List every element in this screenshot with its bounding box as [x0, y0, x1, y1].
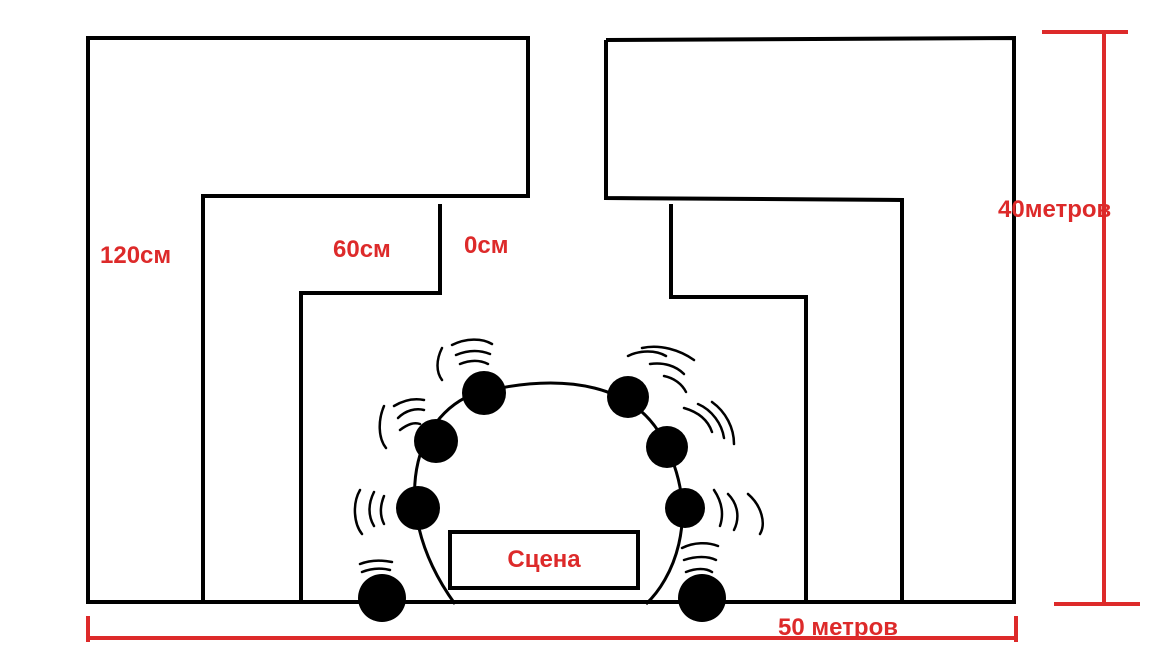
height-dimension-label: 40метров	[998, 196, 1112, 223]
speaker-dot-icon	[678, 574, 726, 622]
depth-label-60: 60см	[333, 236, 391, 263]
width-dimension	[86, 616, 1018, 642]
speaker-dot-icon	[358, 574, 406, 622]
stage-label: Сцена	[507, 546, 581, 573]
stage: Сцена	[448, 530, 640, 590]
speaker-dot-icon	[607, 376, 649, 418]
speaker-dot-icon	[396, 486, 440, 530]
speaker-dot-icon	[646, 426, 688, 468]
speaker-dot-icon	[414, 419, 458, 463]
speakers	[358, 371, 726, 622]
outer-wall-right	[605, 35, 1016, 602]
outer-wall	[86, 36, 530, 602]
speaker-dot-icon	[665, 488, 705, 528]
speaker-arc	[413, 381, 684, 606]
width-dimension-label: 50 метров	[778, 614, 898, 641]
sound-waves	[353, 338, 764, 574]
tier-60-wall	[299, 204, 442, 602]
speaker-dot-icon	[462, 371, 506, 415]
tier-0-wall	[669, 204, 808, 602]
inner-wall-right-top	[604, 40, 904, 602]
height-dimension	[1042, 30, 1140, 606]
depth-label-0: 0см	[464, 232, 509, 259]
depth-label-120: 120см	[100, 242, 172, 269]
